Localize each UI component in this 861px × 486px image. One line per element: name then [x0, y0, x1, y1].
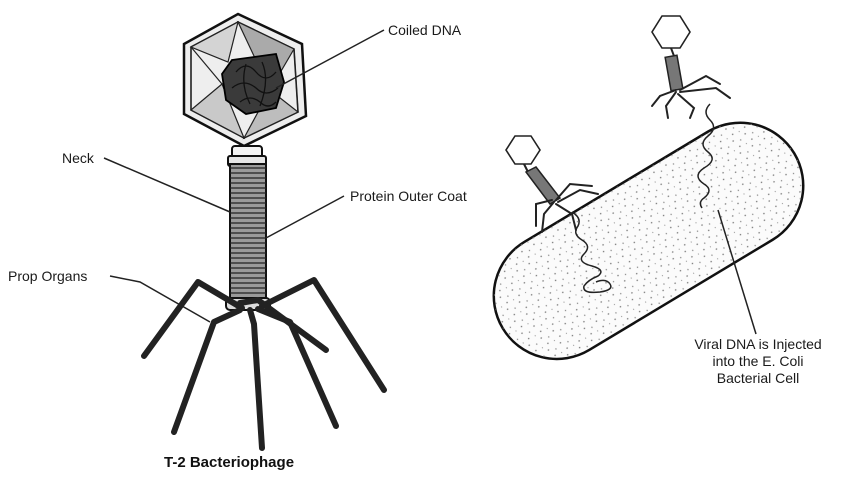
label-protein-outer-coat: Protein Outer Coat [350, 188, 467, 205]
label-injected-dna-line3: Bacterial Cell [676, 370, 840, 387]
label-neck: Neck [62, 150, 94, 167]
label-prop-organs: Prop Organs [8, 268, 87, 285]
label-injected-dna-line1: Viral DNA is Injected [676, 336, 840, 353]
label-coiled-dna: Coiled DNA [388, 22, 461, 39]
label-injected-dna-line2: into the E. Coli [676, 353, 840, 370]
phage-large [144, 14, 384, 448]
label-injected-dna: Viral DNA is Injected into the E. Coli B… [676, 336, 840, 387]
phage-small-top [652, 16, 730, 118]
phage-head [184, 14, 306, 146]
leader-protein-coat [266, 196, 344, 238]
tail-sheath [230, 164, 266, 300]
leader-neck [104, 158, 230, 212]
diagram-caption: T-2 Bacteriophage [164, 454, 294, 471]
